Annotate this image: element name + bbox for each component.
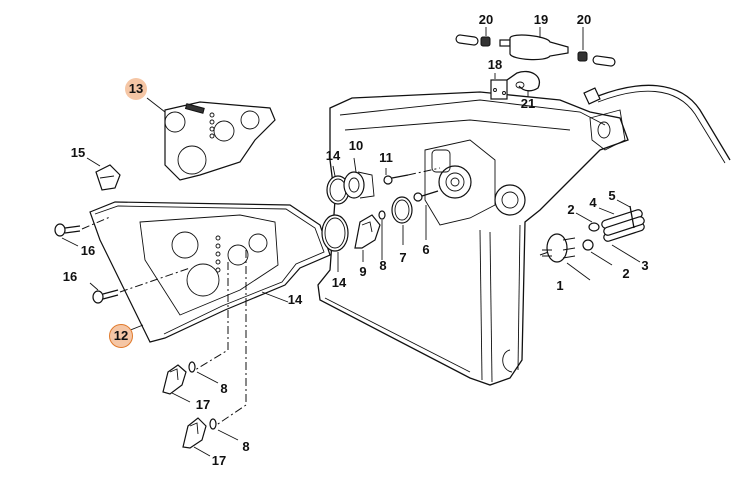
part-7-ring: [391, 196, 413, 245]
part-8-oring: [378, 210, 386, 260]
part-16-screw-upper: [54, 216, 111, 247]
part-19-fuel-filter: [499, 27, 569, 61]
callout-16: 16: [80, 243, 96, 258]
callout-8: 8: [379, 258, 387, 273]
callout-14: 14: [287, 292, 303, 307]
callout-2: 2: [622, 266, 630, 281]
part-17-knob-upper: [162, 364, 191, 403]
callout-17: 17: [195, 397, 211, 412]
callout-9: 9: [359, 264, 367, 279]
part-8-oring-upper: [188, 361, 219, 384]
part-12-panel: [89, 201, 331, 343]
callout-6: 6: [422, 242, 430, 257]
part-10-knob-base: [343, 157, 375, 199]
part-2-clamp-lower: [582, 239, 613, 266]
callout-16: 16: [62, 269, 78, 284]
callout-19: 19: [533, 12, 549, 27]
callout-3: 3: [641, 258, 649, 273]
part-15-clip: [86, 157, 121, 191]
part-18-plate: [490, 73, 508, 100]
part-17-knob-lower: [182, 417, 211, 457]
callout-1: 1: [556, 278, 564, 293]
part-20-hose-left: [455, 27, 491, 47]
part-9-knob: [354, 214, 381, 262]
part-11-screw: [383, 167, 441, 185]
callout-20: 20: [478, 12, 494, 27]
callout-11: 11: [379, 150, 393, 165]
callout-21: 21: [520, 96, 536, 111]
callout-20: 20: [576, 12, 592, 27]
callout-12-highlighted[interactable]: 12: [109, 324, 133, 348]
callout-15: 15: [70, 145, 86, 160]
callout-7: 7: [399, 250, 407, 265]
callout-14: 14: [325, 148, 341, 163]
callout-2: 2: [567, 202, 575, 217]
part-8-oring-lower: [209, 418, 239, 441]
fuel-pipe: [583, 84, 731, 164]
part-21-clamp: [506, 70, 541, 97]
part-20-hose-right: [577, 27, 616, 67]
part-1-connector: [542, 233, 591, 281]
callout-10: 10: [348, 138, 364, 153]
callout-14: 14: [331, 275, 347, 290]
housing-frame: [317, 91, 629, 386]
callout-4: 4: [589, 195, 597, 210]
part-16-screw-lower: [89, 267, 191, 304]
callout-13-highlighted[interactable]: 13: [125, 78, 147, 100]
part-6-screw: [413, 190, 439, 240]
callout-17: 17: [211, 453, 227, 468]
callout-8: 8: [220, 381, 228, 396]
callout-18: 18: [487, 57, 503, 72]
callout-8: 8: [242, 439, 250, 454]
part-13-overlay-plate: [146, 97, 276, 181]
part-5-cable-tie: [616, 199, 635, 229]
callout-5: 5: [608, 188, 616, 203]
part-14-ring-lower: [321, 214, 349, 272]
part-2-clamp-upper: [575, 212, 600, 232]
